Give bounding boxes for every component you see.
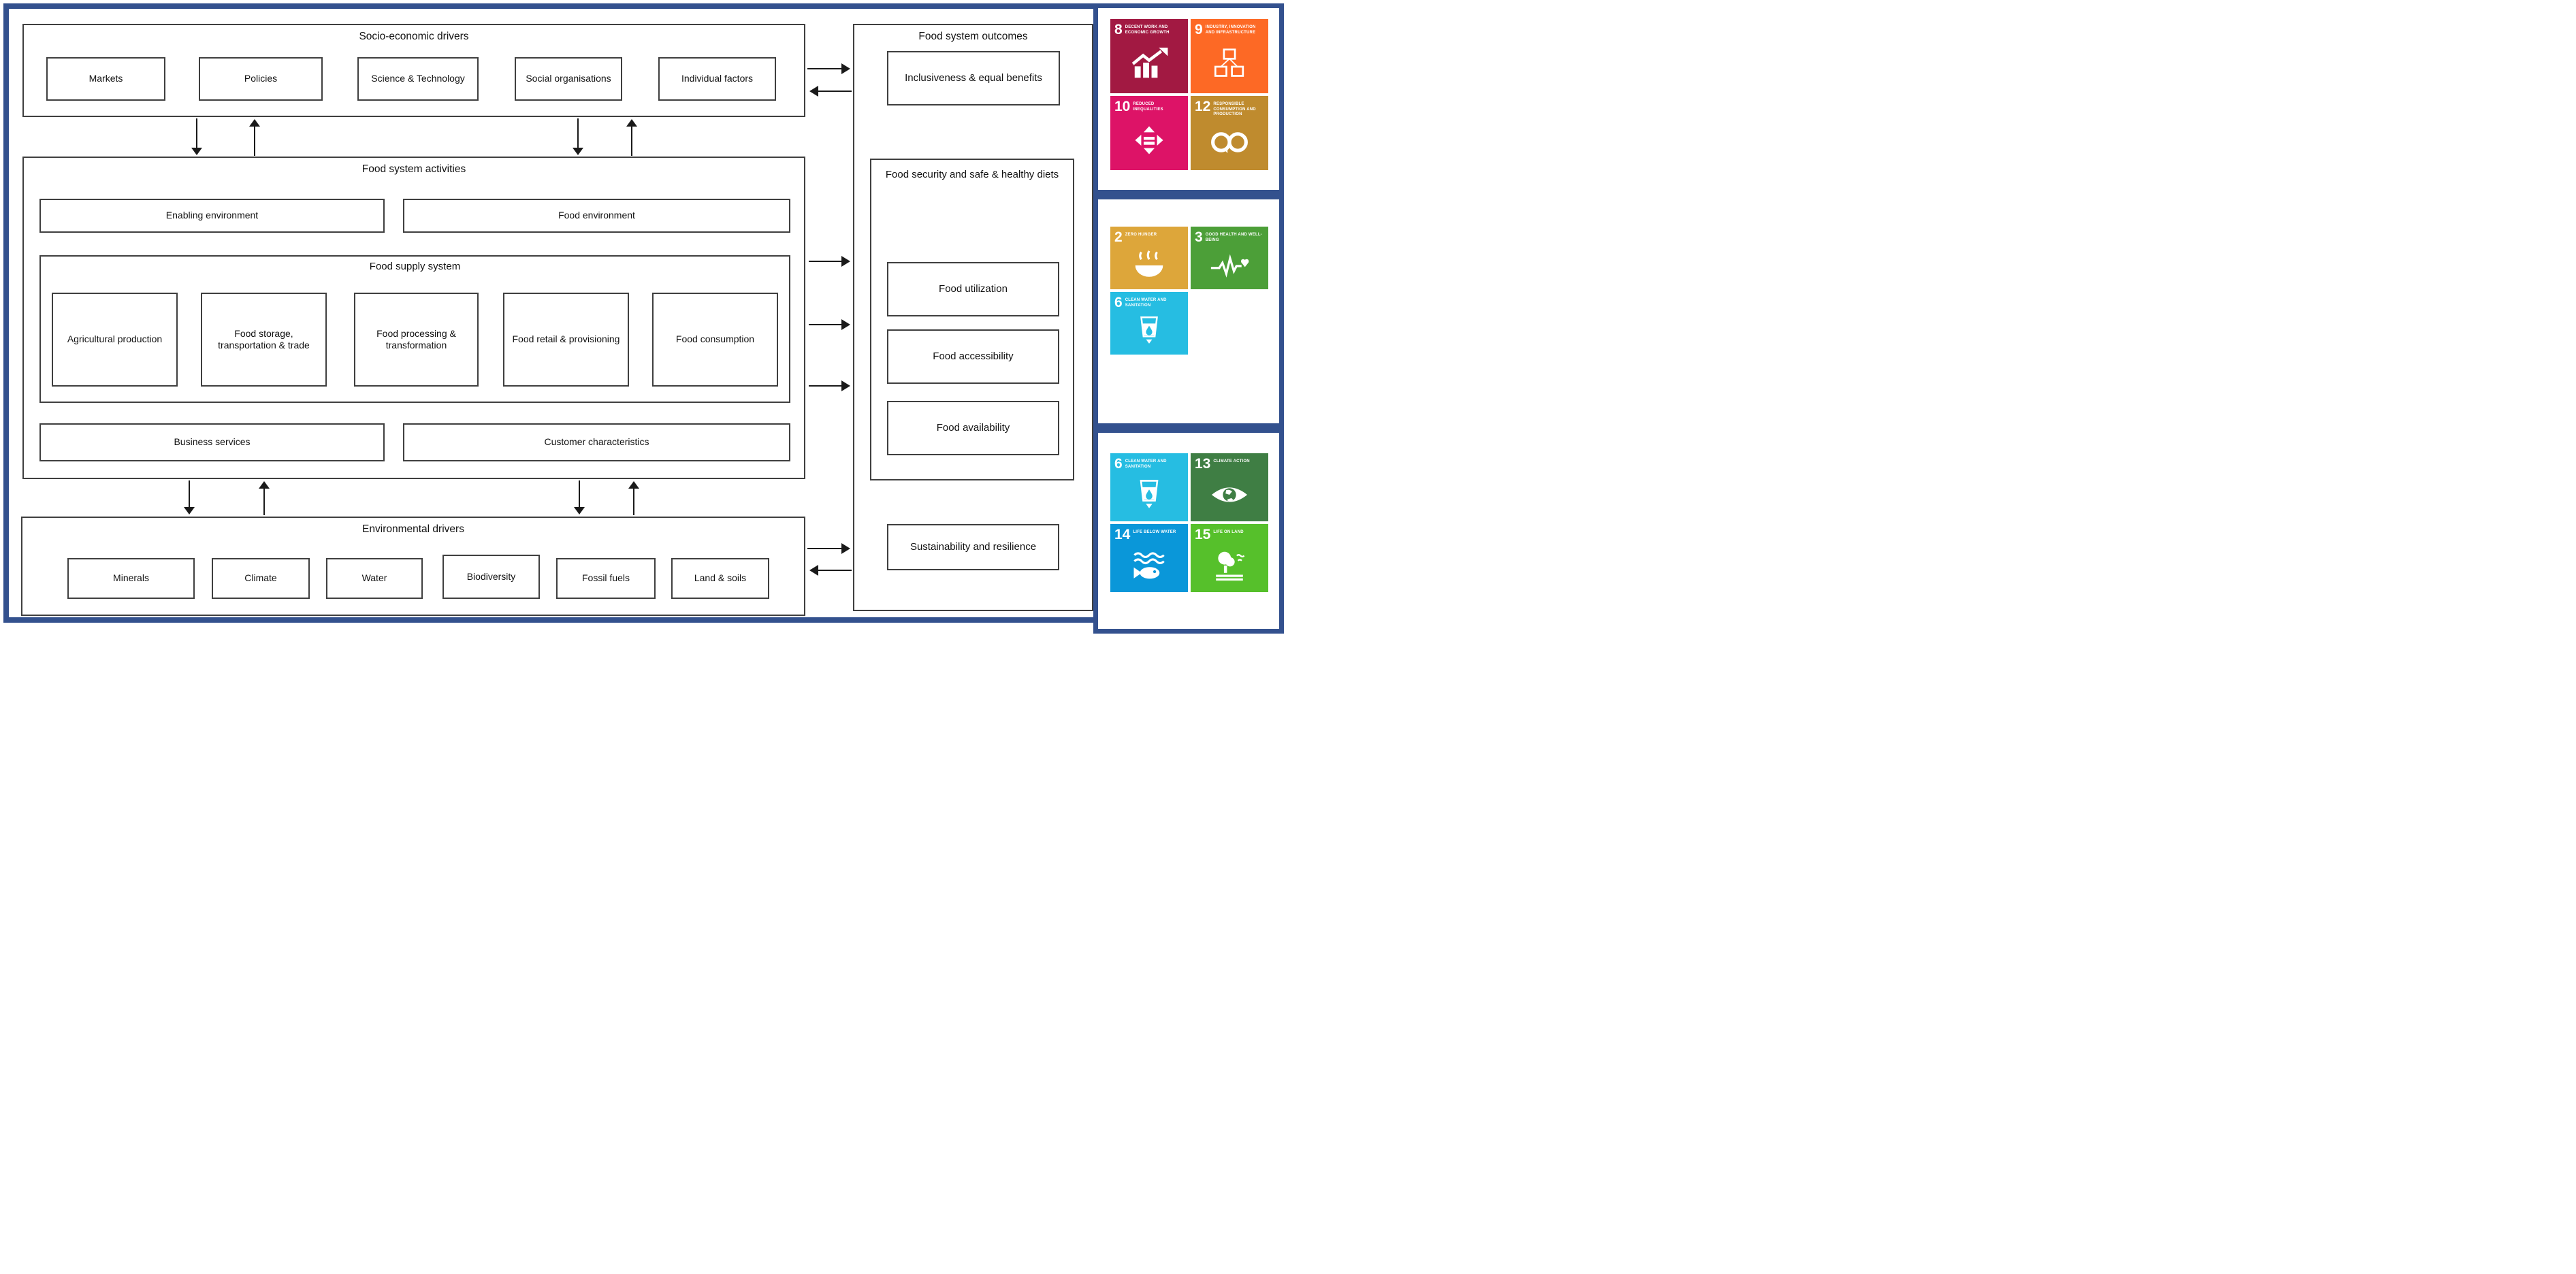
supply-box-agricultural-production: Agricultural production bbox=[52, 293, 178, 387]
sdg-title: RESPONSIBLE CONSUMPTION AND PRODUCTION bbox=[1213, 102, 1256, 116]
growth-chart-icon bbox=[1114, 37, 1184, 91]
sdg-number: 15 bbox=[1195, 527, 1211, 542]
driver-box-markets: Markets bbox=[46, 57, 165, 101]
enabling-environment-box: Enabling environment bbox=[39, 199, 385, 233]
sdg-number: 9 bbox=[1195, 22, 1203, 37]
arrow-activities-to-outcomes-1 bbox=[809, 256, 850, 267]
sdg-number: 12 bbox=[1195, 99, 1211, 114]
env-box-climate: Climate bbox=[212, 558, 310, 599]
sdg-title: INDUSTRY, INNOVATION AND INFRASTRUCTURE bbox=[1205, 25, 1256, 35]
food-environment-box: Food environment bbox=[403, 199, 790, 233]
bowl-steam-icon bbox=[1114, 244, 1184, 287]
sdg-title: CLEAN WATER AND SANITATION bbox=[1125, 459, 1167, 469]
sdg-title: LIFE ON LAND bbox=[1213, 530, 1244, 534]
driver-box-individual-factors: Individual factors bbox=[658, 57, 776, 101]
arrow-environment-to-activities-left bbox=[259, 481, 270, 515]
driver-box-social-organisations: Social organisations bbox=[515, 57, 622, 101]
supply-box-retail-provisioning: Food retail & provisioning bbox=[503, 293, 629, 387]
arrow-socio-to-activities-left bbox=[191, 118, 202, 155]
sdg-title: REDUCED INEQUALITIES bbox=[1133, 102, 1163, 112]
socio-economic-drivers-title: Socio-economic drivers bbox=[359, 31, 469, 42]
driver-box-policies: Policies bbox=[199, 57, 323, 101]
sdg-number: 8 bbox=[1114, 22, 1123, 37]
sdg-number: 13 bbox=[1195, 456, 1211, 472]
env-box-fossil-fuels: Fossil fuels bbox=[556, 558, 656, 599]
sdg-number: 6 bbox=[1114, 456, 1123, 472]
arrow-outcomes-to-socio bbox=[809, 86, 852, 97]
env-box-water: Water bbox=[326, 558, 423, 599]
arrow-activities-to-environment-right bbox=[574, 480, 585, 514]
water-glass-icon bbox=[1114, 310, 1184, 352]
driver-box-science-technology: Science & Technology bbox=[357, 57, 479, 101]
sdg-number: 6 bbox=[1114, 295, 1123, 310]
outcome-box-food-availability: Food availability bbox=[887, 401, 1059, 455]
tree-land-icon bbox=[1195, 542, 1264, 589]
outcome-box-inclusiveness: Inclusiveness & equal benefits bbox=[887, 51, 1060, 105]
arrow-environment-to-activities-right bbox=[628, 481, 639, 515]
food-supply-system-title: Food supply system bbox=[369, 261, 461, 272]
water-glass-icon bbox=[1114, 471, 1184, 519]
sdg-title: DECENT WORK AND ECONOMIC GROWTH bbox=[1125, 25, 1170, 35]
sdg-number: 10 bbox=[1114, 99, 1131, 114]
env-box-biodiversity: Biodiversity bbox=[442, 555, 540, 599]
supply-box-processing-transformation: Food processing & transformation bbox=[354, 293, 479, 387]
arrow-outcomes-to-environment bbox=[809, 565, 852, 576]
arrow-activities-to-outcomes-2 bbox=[809, 319, 850, 330]
food-system-outcomes-title: Food system outcomes bbox=[918, 31, 1028, 42]
heartbeat-heart-icon bbox=[1195, 244, 1264, 287]
food-system-diagram: Socio-economic drivers Markets Policies … bbox=[0, 0, 1288, 637]
cubes-icon bbox=[1195, 37, 1264, 91]
sdg-number: 3 bbox=[1195, 229, 1203, 245]
arrow-environment-to-outcomes bbox=[807, 543, 850, 554]
sdg-title: LIFE BELOW WATER bbox=[1133, 530, 1176, 534]
supply-box-storage-transportation-trade: Food storage, transportation & trade bbox=[201, 293, 327, 387]
sdg-title: ZERO HUNGER bbox=[1125, 233, 1157, 237]
eye-globe-icon bbox=[1195, 471, 1264, 519]
arrow-activities-to-socio-right bbox=[626, 119, 637, 156]
sdg-number: 2 bbox=[1114, 229, 1123, 245]
sdg-number: 14 bbox=[1114, 527, 1131, 542]
outcome-box-food-accessibility: Food accessibility bbox=[887, 329, 1059, 384]
arrow-activities-to-socio-left bbox=[249, 119, 260, 156]
env-box-minerals: Minerals bbox=[67, 558, 195, 599]
supply-box-food-consumption: Food consumption bbox=[652, 293, 778, 387]
sdg-title: CLIMATE ACTION bbox=[1213, 459, 1250, 463]
food-security-title: Food security and safe & healthy diets bbox=[885, 169, 1059, 180]
equality-arrows-icon bbox=[1114, 114, 1184, 167]
environmental-drivers-title: Environmental drivers bbox=[362, 523, 464, 535]
arrow-socio-to-outcomes bbox=[807, 63, 850, 74]
sdg-title: CLEAN WATER AND SANITATION bbox=[1125, 298, 1167, 308]
customer-characteristics-box: Customer characteristics bbox=[403, 423, 790, 461]
sdg-title: GOOD HEALTH AND WELL-BEING bbox=[1205, 233, 1262, 242]
outcome-box-food-utilization: Food utilization bbox=[887, 262, 1059, 316]
business-services-box: Business services bbox=[39, 423, 385, 461]
infinity-loop-icon bbox=[1195, 118, 1264, 168]
food-system-activities-title: Food system activities bbox=[361, 163, 466, 175]
arrow-activities-to-outcomes-3 bbox=[809, 380, 850, 391]
arrow-activities-to-environment-left bbox=[184, 480, 195, 514]
fish-waves-icon bbox=[1114, 542, 1184, 589]
outcome-box-sustainability: Sustainability and resilience bbox=[887, 524, 1059, 570]
arrow-socio-to-activities-right bbox=[573, 118, 583, 155]
env-box-land-soils: Land & soils bbox=[671, 558, 769, 599]
